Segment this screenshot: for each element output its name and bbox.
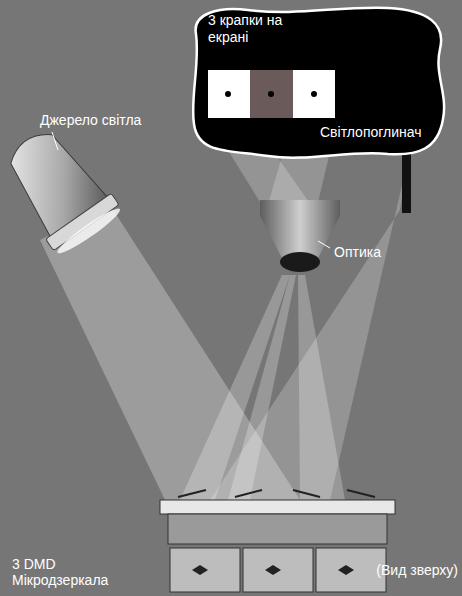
reflected-beam [298, 275, 345, 500]
part-label: Джерело світла [40, 112, 141, 128]
optics-lens [260, 200, 340, 272]
part-label: Оптика [334, 244, 381, 260]
leader-line [52, 132, 58, 150]
part-label: Світлопоглинач [320, 124, 422, 140]
reflected-beam [180, 275, 290, 500]
leader-line [318, 241, 330, 248]
absorbed-beam [210, 150, 410, 500]
note-label: (Вид зверху) [376, 562, 458, 578]
reflected-beam [228, 275, 296, 500]
dmd-mirror-array [160, 490, 395, 592]
screen-blob: 3 крапки на екрані [188, 4, 450, 166]
screen-outline [188, 4, 450, 166]
lamp [0, 118, 125, 259]
screen-label: 3 крапки на екрані [188, 4, 288, 46]
part-label: 3 DMD Мікродзеркала [12, 556, 122, 588]
